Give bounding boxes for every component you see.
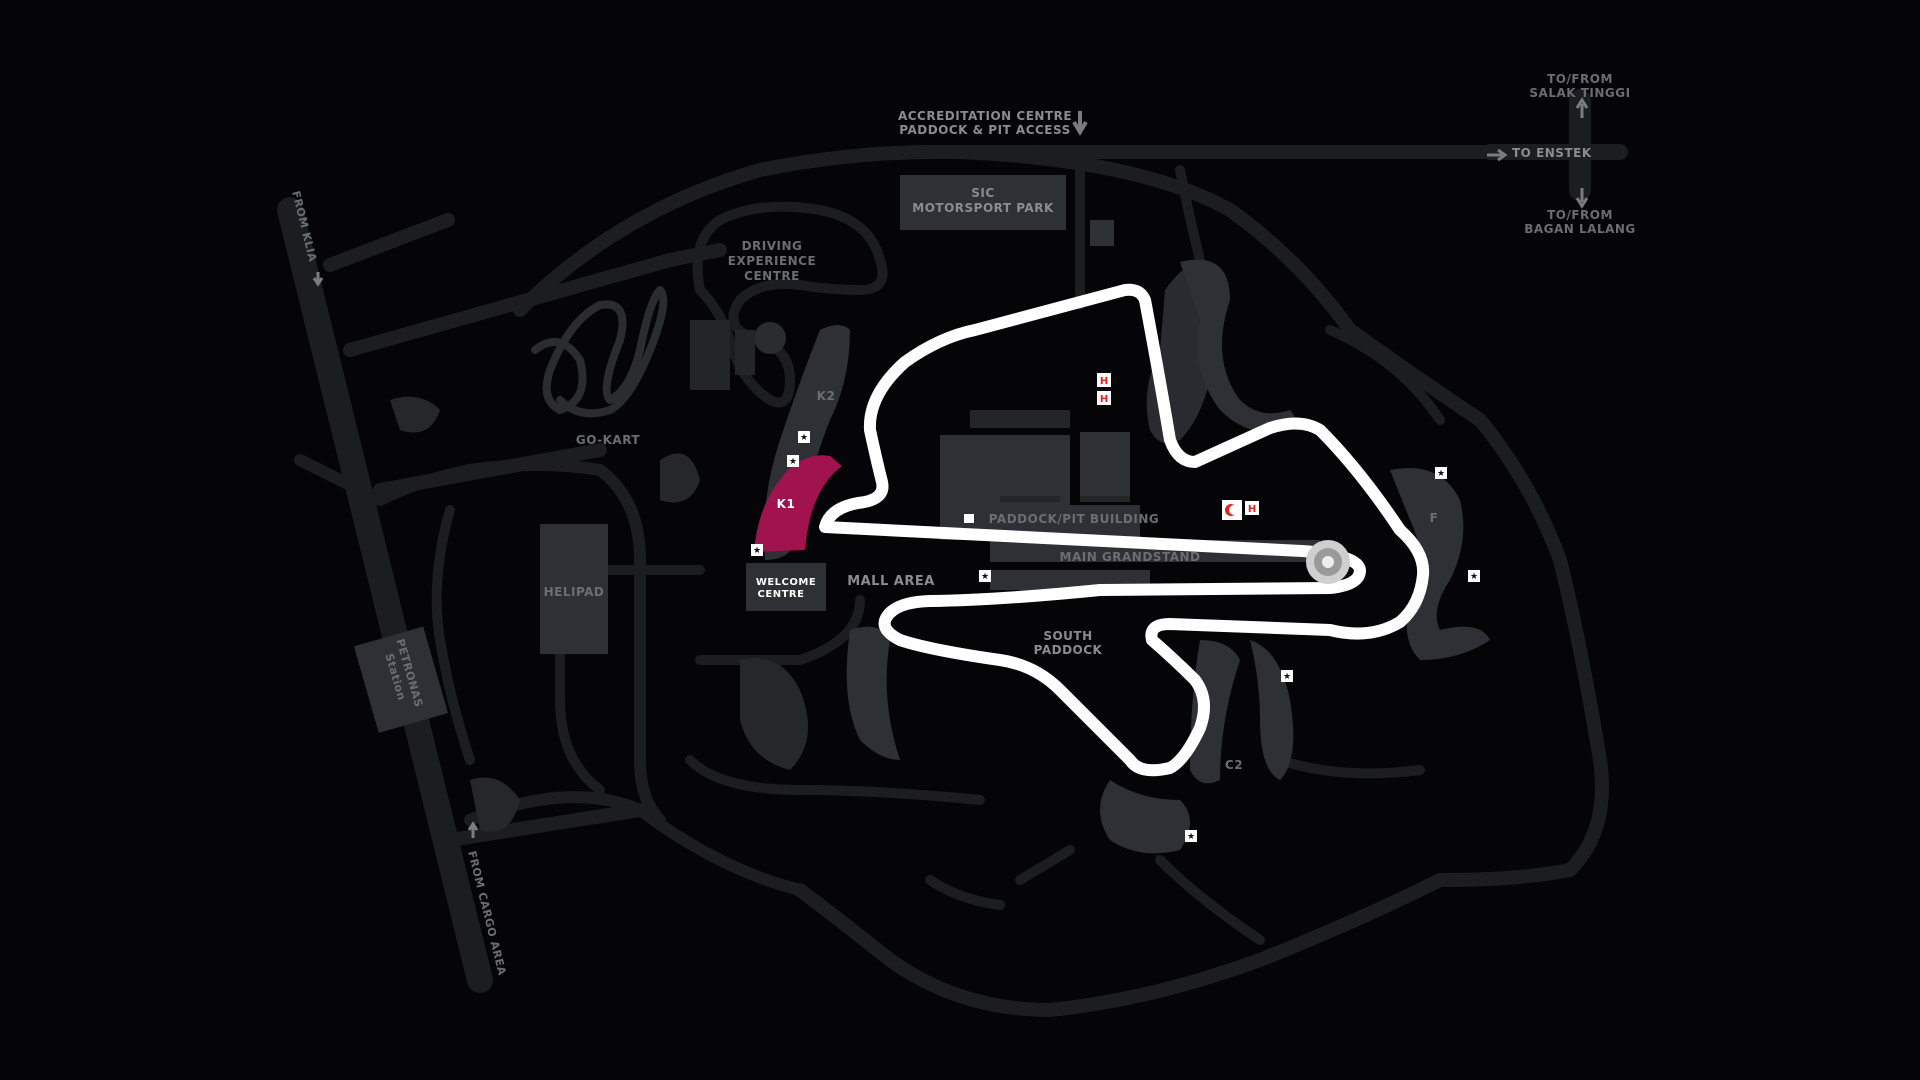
svg-text:★: ★ [753,546,761,556]
hospital-icon: H [1097,391,1111,405]
k2-label: K2 [817,389,836,403]
go-kart-label: GO-KART [576,433,641,447]
sic-label-line2: MOTORSPORT PARK [912,201,1054,215]
enstek-label: TO ENSTEK [1512,146,1592,160]
c2-stand-label: C2 [1225,758,1243,772]
svg-text:★: ★ [981,572,989,582]
driving-label-line2: EXPERIENCE [728,254,816,268]
svg-text:★: ★ [1187,832,1195,842]
medical-markers: H H H [964,373,1259,523]
hospital-icon: H [1245,501,1259,515]
paddock-pit-building-label: PADDOCK/PIT BUILDING [989,512,1160,526]
k1-grandstand-highlight [754,455,842,552]
svg-text:★: ★ [789,457,797,467]
arrow-down-icon [312,272,324,287]
arrow-right-icon [1487,148,1508,162]
perimeter-roads [294,144,1609,1017]
arrow-up-icon [467,821,479,838]
main-highway [277,89,1628,993]
bagan-label-line2: BAGAN LALANG [1524,222,1636,236]
racing-circuit [819,283,1430,777]
salak-label-line2: SALAK TINGGI [1529,86,1630,100]
red-crescent-icon [1222,500,1242,520]
south-paddock-label-line2: PADDOCK [1034,643,1103,657]
sic-label-line1: SIC [971,186,994,200]
svg-text:H: H [1248,504,1256,515]
driving-label-line3: CENTRE [744,269,800,283]
welcome-label-line1: WELCOME [756,577,816,588]
welcome-label-line2: CENTRE [758,589,805,600]
svg-text:★: ★ [1470,572,1478,582]
direction-arrows [312,97,1589,838]
hospital-icon: H [1097,373,1111,387]
bagan-label-line1: TO/FROM [1547,208,1613,222]
welcome-centre [746,563,826,611]
helipad-label: HELIPAD [544,585,605,599]
accreditation-centre-label: ACCREDITATION CENTRE [898,109,1072,123]
svg-text:★: ★ [1437,469,1445,479]
south-paddock-label-line1: SOUTH [1043,629,1092,643]
svg-text:★: ★ [1283,672,1291,682]
sic-motorsport-park-building [900,175,1066,230]
svg-text:H: H [1100,394,1108,405]
svg-text:H: H [1100,376,1108,387]
arrow-down-icon [1575,188,1589,209]
paddock-pit-access-label: PADDOCK & PIT ACCESS [899,123,1071,137]
driving-experience-track [692,201,888,408]
mall-area-label: MALL AREA [847,574,935,589]
main-grandstand-label: MAIN GRANDSTAND [1060,550,1201,564]
go-kart-track [531,286,668,418]
salak-label-line1: TO/FROM [1547,72,1613,86]
petronas-station [353,626,448,733]
helipad-area [540,524,608,654]
start-fan-icon [1306,540,1350,584]
arrow-down-icon [1072,111,1088,136]
svg-text:★: ★ [800,433,808,443]
k1-label: K1 [777,497,796,511]
arrow-up-icon [1575,97,1589,118]
grandstand-markers: ★ ★ ★ ★ ★ ★ ★ ★ [751,431,1480,842]
f-stand-label: F [1430,511,1439,525]
driving-label-line1: DRIVING [742,239,803,253]
